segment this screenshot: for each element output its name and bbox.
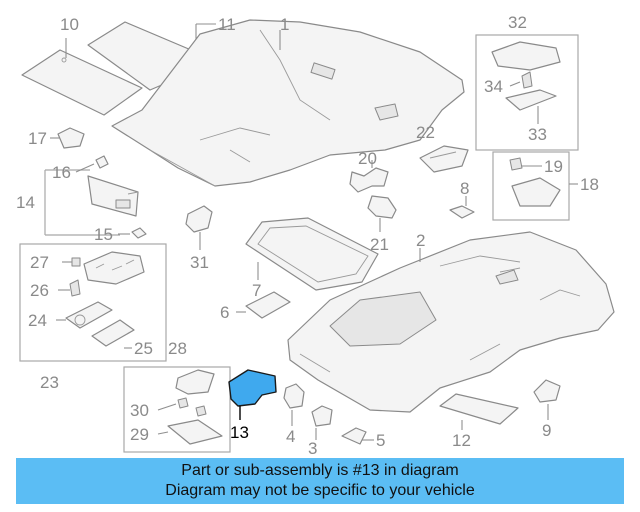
part-10-hole xyxy=(61,57,67,63)
part-31-lamp xyxy=(185,205,213,233)
part-7-inner xyxy=(257,225,369,283)
callout-17: 17 xyxy=(28,129,47,148)
part-19-bulb xyxy=(509,157,523,171)
leader-34 xyxy=(509,81,521,87)
part-25-lens xyxy=(91,319,135,347)
part-20-handle xyxy=(349,167,389,193)
callout-28: 28 xyxy=(168,339,187,358)
part-24-lens xyxy=(65,301,113,329)
part-12-pad xyxy=(439,393,519,425)
callout-4: 4 xyxy=(286,427,295,446)
callout-19: 19 xyxy=(544,157,563,176)
part-8-pad xyxy=(449,205,475,219)
part-18-lamp xyxy=(511,177,561,207)
callout-16: 16 xyxy=(52,163,71,182)
group-box-28 xyxy=(123,366,231,453)
leader-30 xyxy=(157,403,177,411)
part-4-clip xyxy=(283,383,305,409)
part-23-console xyxy=(83,251,145,285)
part-2-detail xyxy=(299,255,581,373)
part-6-pad xyxy=(245,291,291,319)
callout-22: 22 xyxy=(416,123,435,142)
callout-31: 31 xyxy=(190,253,209,272)
callout-5: 5 xyxy=(376,431,385,450)
callout-9: 9 xyxy=(542,421,551,440)
group-box-32 xyxy=(475,34,579,151)
part-14-sun-visor xyxy=(87,175,139,217)
callout-20: 20 xyxy=(358,149,377,168)
part-2-sunroof-opening xyxy=(329,291,437,347)
part-16-clip xyxy=(95,155,109,169)
callout-3: 3 xyxy=(308,439,317,458)
leader-29 xyxy=(157,431,169,435)
callout-14: 14 xyxy=(16,193,35,212)
part-5-clip xyxy=(341,427,367,445)
callout-26: 26 xyxy=(30,281,49,300)
part-33-lens xyxy=(505,89,557,111)
part-15-clip xyxy=(131,227,147,239)
callout-1: 1 xyxy=(280,15,289,34)
part-9-cover xyxy=(533,379,561,403)
part-24-detail xyxy=(74,314,86,326)
part-7-sunroof-frame xyxy=(245,217,379,291)
leader-16 xyxy=(75,163,95,173)
callout-13[interactable]: 13 xyxy=(230,423,249,442)
part-2-cutout xyxy=(495,269,519,285)
callout-11: 11 xyxy=(218,15,236,34)
part-29-lens xyxy=(167,419,223,445)
callout-18: 18 xyxy=(580,175,599,194)
callout-33: 33 xyxy=(528,125,547,144)
part-22-detail xyxy=(429,151,457,159)
group-box-18 xyxy=(492,151,570,221)
callout-25: 25 xyxy=(134,339,153,358)
part-17-clip xyxy=(57,127,85,149)
banner-line-2: Diagram may not be specific to your vehi… xyxy=(165,482,475,499)
part-14-rod xyxy=(127,191,139,195)
part-1-detail xyxy=(149,29,331,187)
part-23-detail xyxy=(95,259,135,271)
part-3-clip xyxy=(311,405,333,427)
callout-34: 34 xyxy=(484,77,503,96)
group-bracket-14 xyxy=(44,169,120,236)
part-30-bulb-a xyxy=(177,397,189,409)
callout-29: 29 xyxy=(130,425,149,444)
callout-30: 30 xyxy=(130,401,149,420)
callout-8: 8 xyxy=(460,179,469,198)
part-34-bulb xyxy=(521,71,533,89)
part-1-opening xyxy=(310,62,336,80)
part-28-lamp xyxy=(175,369,215,395)
callout-15: 15 xyxy=(94,225,113,244)
part-21-handle xyxy=(367,195,397,219)
info-banner: Part or sub-assembly is #13 in diagram D… xyxy=(16,458,624,504)
part-30-bulb-b xyxy=(195,405,207,417)
callout-21: 21 xyxy=(370,235,389,254)
part-2-headliner xyxy=(287,231,615,413)
part-1-bracket xyxy=(374,103,399,121)
callout-27: 27 xyxy=(30,253,49,272)
callout-10: 10 xyxy=(60,15,79,34)
part-13-highlighted[interactable] xyxy=(228,369,277,407)
callout-24: 24 xyxy=(28,311,47,330)
callout-6: 6 xyxy=(220,303,229,322)
part-27-bulb xyxy=(71,257,81,267)
banner-line-1: Part or sub-assembly is #13 in diagram xyxy=(181,462,459,479)
part-14-mirror xyxy=(115,199,131,209)
callout-23: 23 xyxy=(40,373,59,392)
callout-7: 7 xyxy=(252,281,261,300)
part-22-bracket xyxy=(419,145,469,173)
part-10-panel xyxy=(21,49,143,116)
callout-12: 12 xyxy=(452,431,471,450)
part-32-console xyxy=(491,41,561,71)
group-box-23 xyxy=(19,243,167,362)
part-26-bulb xyxy=(69,279,81,297)
callout-2: 2 xyxy=(416,231,425,250)
callout-32: 32 xyxy=(508,13,527,32)
